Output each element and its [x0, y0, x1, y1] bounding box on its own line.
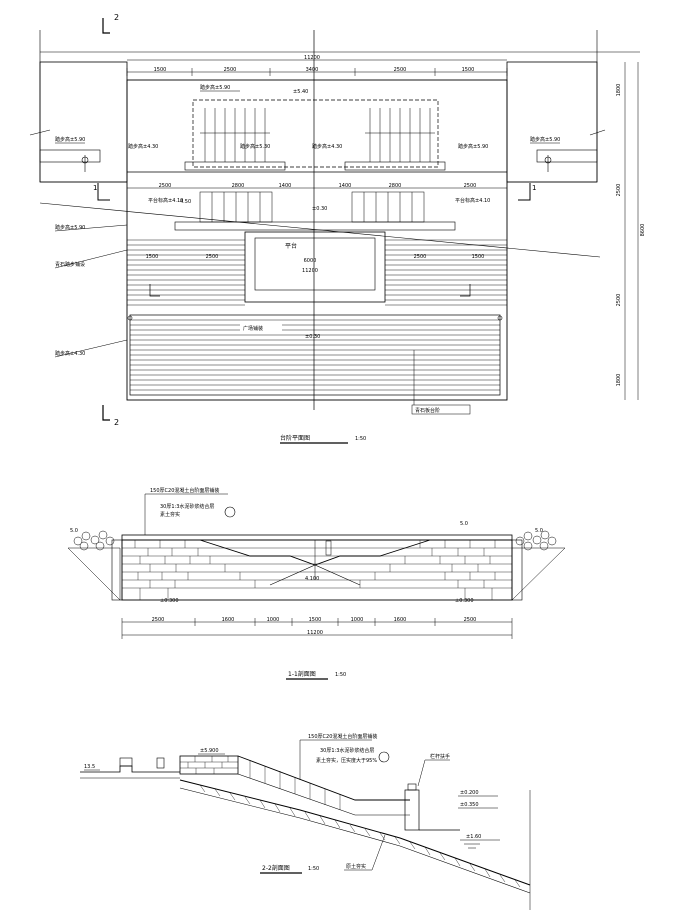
svg-text:1500: 1500 [472, 254, 485, 260]
svg-text:11200: 11200 [307, 630, 323, 636]
svg-text:踏步高±5.90: 踏步高±5.90 [55, 136, 85, 143]
elev-top: ±5.40 [293, 89, 308, 95]
s1-title: 1-1剖面图 [288, 670, 316, 678]
right-dims: 1800 2500 2500 1800 8600 [616, 84, 646, 387]
side-mark-right: 1 [532, 184, 536, 192]
section-label-bottom: 2 [114, 418, 119, 427]
svg-text:踏步高±5.90: 踏步高±5.90 [458, 143, 488, 150]
svg-text:2500: 2500 [152, 617, 165, 623]
svg-text:1600: 1600 [394, 617, 407, 623]
svg-text:1600: 1600 [222, 617, 235, 623]
lower-dims: 1500 2500 2500 1500 [146, 254, 485, 260]
s2-scale: 1:50 [308, 866, 319, 872]
upper-stair-right [365, 108, 435, 162]
svg-text:青石板台阶: 青石板台阶 [415, 407, 440, 414]
plan-scale: 1:50 [355, 436, 366, 442]
svg-text:1800: 1800 [616, 84, 622, 97]
section-1-1: 150厚C20混凝土台阶面层铺装 30厚1:3水泥砂浆结合层 素土夯实 5.0 … [67, 487, 566, 680]
s1-elev-bl: ±0.300 [160, 598, 179, 604]
note-plaza: 广场铺装 [243, 325, 263, 332]
s1-elev-br: ±0.300 [455, 598, 474, 604]
s1-masonry [122, 540, 512, 600]
svg-text:1500: 1500 [309, 617, 322, 623]
svg-text:2500: 2500 [224, 67, 237, 73]
svg-text:1500: 1500 [146, 254, 159, 260]
s1-elev-right: 5.0 [535, 528, 543, 534]
bottom-paving [130, 319, 500, 391]
svg-text:踏步高±5.30: 踏步高±5.30 [240, 143, 270, 150]
s1-elev-mid: 4.100 [305, 576, 319, 582]
s2-title: 2-2剖面图 [262, 864, 290, 872]
svg-text:1000: 1000 [267, 617, 280, 623]
s1-elev-left: 5.0 [70, 528, 78, 534]
svg-text:1500: 1500 [154, 67, 167, 73]
elev-landing: ±0.30 [305, 334, 320, 340]
plan-view: 2 2 1 1 11200 1500 2500 3400 250 [29, 13, 646, 444]
svg-text:2500: 2500 [159, 183, 172, 189]
upper-stair-left [200, 108, 270, 162]
svg-text:踏步高±5.90: 踏步高±5.90 [530, 136, 560, 143]
svg-text:踏步高±4.30: 踏步高±4.30 [312, 143, 342, 150]
side-mark-left: 1 [93, 184, 97, 192]
s2-elev-top: ±5.900 [200, 748, 219, 754]
svg-text:踏步高±4.30: 踏步高±4.30 [128, 143, 158, 150]
section-mark-top [102, 18, 110, 34]
s2-note-a: 150厚C20混凝土台阶面层铺装 [308, 733, 377, 740]
s2-masonry [180, 756, 238, 774]
svg-text:1500: 1500 [462, 67, 475, 73]
s1-dims: 2500 1600 1000 1500 1000 1600 2500 11200 [152, 617, 477, 636]
lower-total-2: 11200 [302, 268, 318, 274]
section-2-2: 13.5 ±5.900 栏杆扶手 [80, 733, 531, 910]
svg-text:1400: 1400 [339, 183, 352, 189]
lower-paving-left [127, 239, 245, 306]
center-label: 平台 [285, 242, 297, 250]
s1-note-top: 150厚C20混凝土台阶面层铺装 [150, 487, 219, 494]
lower-total: 6000 [304, 258, 317, 264]
s2-elev-r2: ±0.350 [460, 802, 479, 808]
s2-rail-note: 栏杆扶手 [430, 753, 450, 760]
s2-elev-r3: ±1.60 [466, 834, 481, 840]
svg-text:2500: 2500 [616, 184, 622, 197]
s2-note-b: 30厚1:3水泥砂浆结合层 [320, 747, 374, 754]
s1-shrub-left [67, 530, 121, 601]
top-dims: 1500 2500 3400 2500 1500 [154, 67, 475, 73]
plan-notes: 踏步高±5.90 踏步高±4.30 踏步高±5.30 踏步高±4.30 踏步高±… [54, 84, 560, 415]
s2-ground-note: 原土夯实 [346, 863, 366, 870]
svg-text:平台标高±4.10: 平台标高±4.10 [148, 197, 183, 204]
svg-text:平台标高±4.10: 平台标高±4.10 [455, 197, 490, 204]
mid-dims: 2500 2800 1400 1400 2800 2500 [159, 183, 477, 189]
svg-text:2800: 2800 [232, 183, 245, 189]
svg-text:2500: 2500 [206, 254, 219, 260]
svg-text:2500: 2500 [414, 254, 427, 260]
svg-text:1400: 1400 [279, 183, 292, 189]
svg-text:3400: 3400 [306, 67, 319, 73]
lower-paving-right [385, 239, 507, 306]
svg-text:1800: 1800 [616, 374, 622, 387]
svg-text:1000: 1000 [351, 617, 364, 623]
s1-note-3: 素土夯实 [160, 511, 180, 518]
section-mark-bottom [102, 405, 110, 421]
svg-text:8600: 8600 [640, 224, 646, 237]
svg-text:2500: 2500 [394, 67, 407, 73]
s1-note-2: 30厚1:3水泥砂浆结合层 [160, 503, 214, 510]
s2-note-c: 素土夯实，压实度大于95% [316, 757, 377, 764]
svg-text:踏步高±5.90: 踏步高±5.90 [200, 84, 230, 91]
s2-elev-r1: ±0.200 [460, 790, 479, 796]
svg-text:2500: 2500 [464, 617, 477, 623]
s1-shrub-right [511, 530, 566, 601]
svg-text:踏步高±5.90: 踏步高±5.90 [55, 224, 85, 231]
s1-elev-top-right: 5.0 [460, 521, 468, 527]
plan-title: 台阶平面图 [280, 434, 310, 442]
section-label-top: 2 [114, 13, 119, 22]
s1-scale: 1:50 [335, 672, 346, 678]
s2-elev-left: 13.5 [84, 764, 95, 770]
top-total-dim: 11200 [304, 55, 320, 61]
svg-text:2500: 2500 [616, 294, 622, 307]
elev-stair: 4.50 [180, 199, 191, 205]
svg-text:2800: 2800 [389, 183, 402, 189]
svg-text:2500: 2500 [464, 183, 477, 189]
s2-slope-hatch [199, 784, 521, 888]
elev-center: ±0.30 [312, 206, 327, 212]
